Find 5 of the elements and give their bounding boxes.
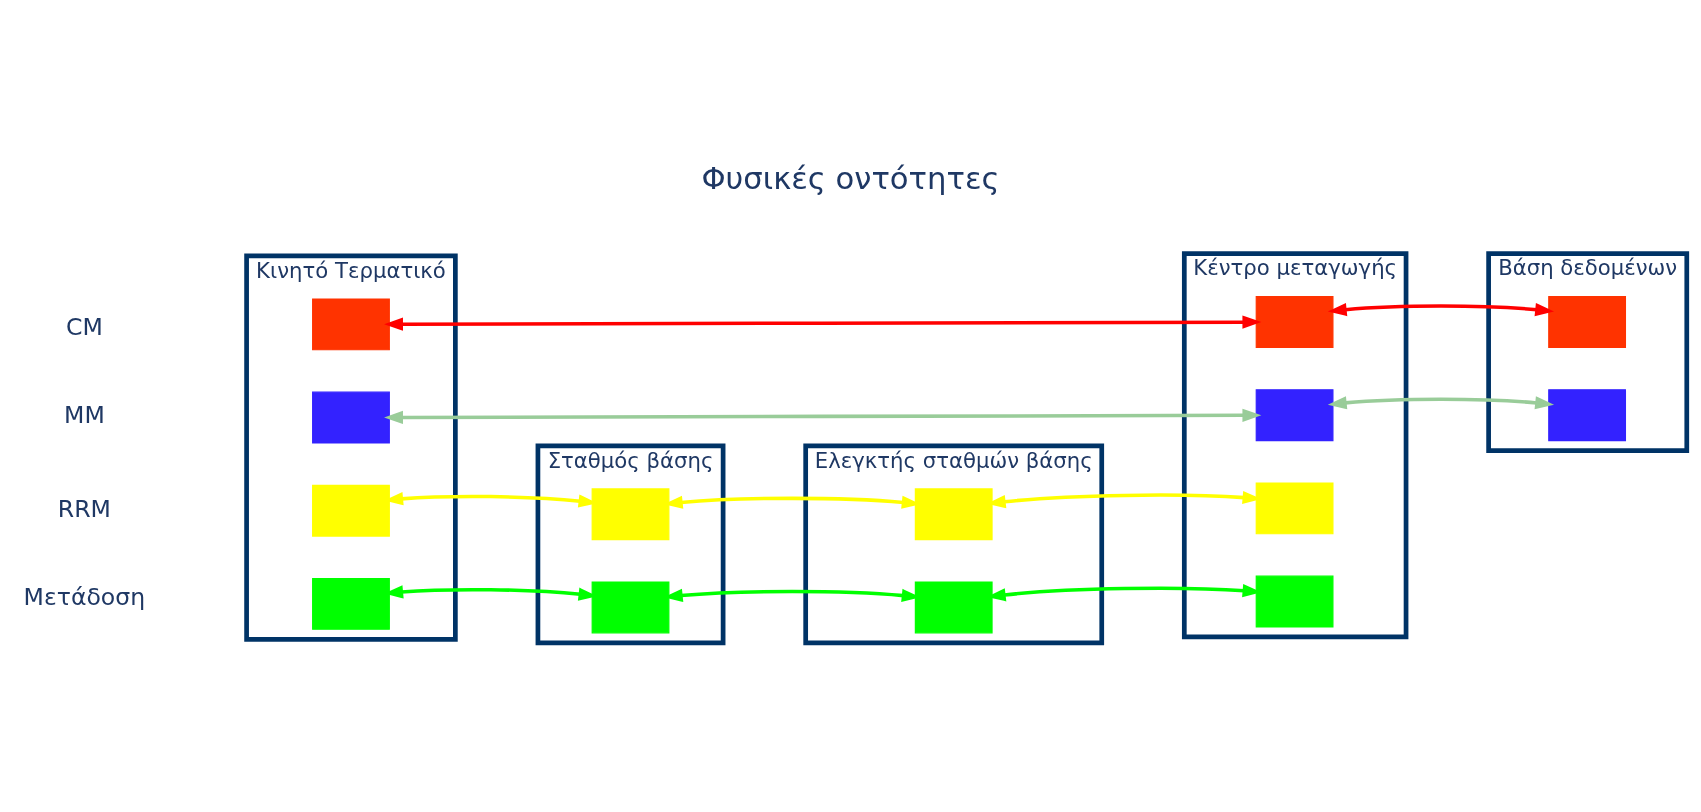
label: CM	[66, 312, 103, 341]
label: MM	[64, 401, 105, 430]
label: Μετάδοση	[23, 583, 146, 612]
diagram-title: Φυσικές οντότητες	[701, 160, 1000, 196]
label: RRM	[57, 494, 111, 523]
